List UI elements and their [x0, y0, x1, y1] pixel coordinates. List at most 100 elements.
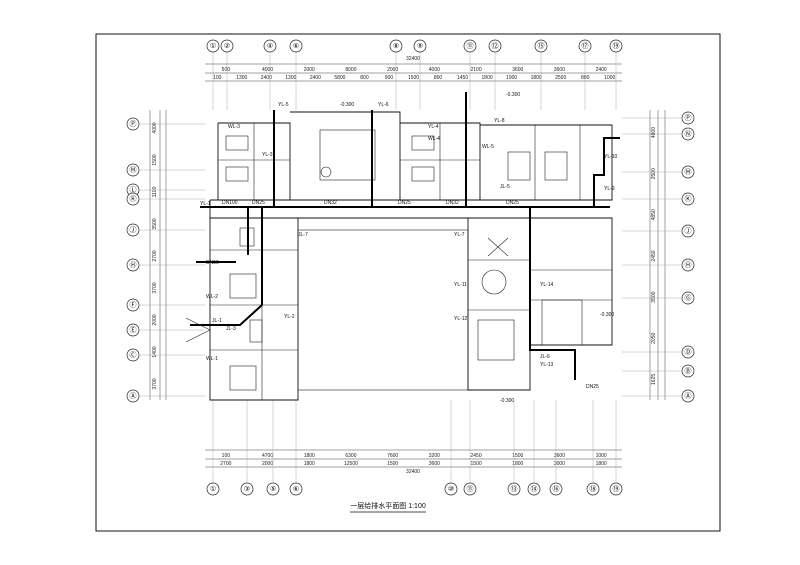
- left-dim-value: 4000: [152, 122, 158, 133]
- svg-text:Ⓐ: Ⓐ: [130, 392, 137, 400]
- svg-text:⑯: ⑯: [553, 485, 560, 493]
- left-dim-value: 2700: [152, 250, 158, 261]
- bottom-dim-value: 3600: [554, 453, 565, 459]
- right-axis-bubble: Ⓚ: [681, 192, 695, 206]
- left-axis-bubble: Ⓟ: [126, 117, 140, 131]
- top-axis-bubble: ⑥: [289, 39, 303, 53]
- total-dim-top: 32400: [406, 56, 420, 62]
- dimension-lines: [149, 63, 666, 468]
- top-dim-value: 1500: [408, 75, 419, 81]
- top-axis-bubble: ⑪: [463, 39, 477, 53]
- drawing-title: 一层给排水平面图 1:100: [350, 501, 426, 510]
- top-axis-bubble: ①: [206, 39, 220, 53]
- top-dim-value: 500: [222, 67, 231, 73]
- svg-text:Ⓓ: Ⓓ: [685, 348, 692, 356]
- pipe-label: YL-12: [454, 316, 468, 322]
- svg-text:①: ①: [210, 485, 216, 493]
- pipe-diameter-label: DN50: [206, 260, 219, 266]
- right-axis-bubble: Ⓟ: [681, 111, 695, 125]
- top-dim-value: 800: [581, 75, 590, 81]
- top-dim-value: 900: [385, 75, 394, 81]
- top-dim-value: 100: [213, 75, 222, 81]
- pipe-label: YL-3: [262, 152, 273, 158]
- pipe-diameter-label: DN25: [252, 200, 265, 206]
- top-dim-value: 1300: [285, 75, 296, 81]
- svg-text:Ⓚ: Ⓚ: [130, 195, 137, 203]
- pipe-diameter-label: DN25: [586, 384, 599, 390]
- svg-text:Ⓛ: Ⓛ: [130, 186, 137, 194]
- bottom-dim-value: 2700: [220, 461, 231, 467]
- svg-text:Ⓐ: Ⓐ: [685, 392, 692, 400]
- pipe-diameter-label: DN25: [398, 200, 411, 206]
- bottom-dim-value: 100: [222, 453, 231, 459]
- top-axis-bubble: ⑮: [534, 39, 548, 53]
- left-dim-value: 1500: [152, 154, 158, 165]
- elevation-label: -0.300: [340, 102, 354, 108]
- svg-text:⑬: ⑬: [511, 485, 518, 493]
- left-dim-value: 3700: [152, 282, 158, 293]
- bottom-dim-value: 1500: [512, 453, 523, 459]
- left-axis-bubble: Ⓙ: [126, 223, 140, 237]
- bottom-axis-bubble: ⑯: [549, 482, 563, 496]
- top-dim-value: 800: [434, 75, 443, 81]
- right-axis-bubble: Ⓖ: [681, 291, 695, 305]
- top-dim-value: 1800: [482, 75, 493, 81]
- bottom-dim-value: 3200: [429, 453, 440, 459]
- svg-text:Ⓟ: Ⓟ: [685, 114, 692, 122]
- svg-text:Ⓜ: Ⓜ: [130, 166, 137, 174]
- right-dim-value: 4850: [651, 209, 657, 220]
- top-dim-value: 800: [360, 75, 369, 81]
- pipe-label: YL-5: [278, 102, 289, 108]
- bottom-dim-value: 1500: [387, 461, 398, 467]
- svg-text:①: ①: [210, 42, 216, 50]
- bottom-dim-value: 1500: [470, 461, 481, 467]
- right-axis-bubble: Ⓝ: [681, 127, 695, 141]
- svg-text:⑨: ⑨: [417, 42, 423, 50]
- pipe-label: YL-2: [284, 314, 295, 320]
- top-axis-bubble: ④: [263, 39, 277, 53]
- left-axis-bubble: Ⓚ: [126, 192, 140, 206]
- top-dim-value: 3600: [554, 67, 565, 73]
- left-axis-bubble: Ⓕ: [126, 298, 140, 312]
- bottom-axis-bubble: ⑲: [609, 482, 623, 496]
- svg-text:⑮: ⑮: [538, 42, 545, 50]
- pipe-label: WL-2: [206, 294, 218, 300]
- svg-text:Ⓑ: Ⓑ: [685, 367, 692, 375]
- top-dim-value: 8000: [345, 67, 356, 73]
- svg-text:⑥: ⑥: [293, 485, 299, 493]
- svg-text:Ⓟ: Ⓟ: [130, 120, 137, 128]
- bottom-axis-bubble: ③: [240, 482, 254, 496]
- top-axis-bubble: ⑫: [488, 39, 502, 53]
- pipe-label: WL-4: [428, 136, 440, 142]
- bottom-dim-value: 4700: [262, 453, 273, 459]
- left-axis-bubble: Ⓒ: [126, 348, 140, 362]
- bottom-dim-value: 1000: [596, 453, 607, 459]
- svg-text:Ⓙ: Ⓙ: [685, 227, 692, 235]
- bottom-dim-value: 7600: [387, 453, 398, 459]
- top-axis-bubble: ⑲: [609, 39, 623, 53]
- pipe-label: WL-3: [228, 124, 240, 130]
- right-dim-value: 4800: [651, 127, 657, 138]
- top-dim-value: 2000: [387, 67, 398, 73]
- left-dim-value: 3700: [152, 378, 158, 389]
- top-dim-value: 1000: [604, 75, 615, 81]
- top-dim-value: 2500: [555, 75, 566, 81]
- axis-grid: [139, 52, 682, 483]
- top-dim-value: 4000: [429, 67, 440, 73]
- pipe-label: WL-5: [482, 144, 494, 150]
- top-dim-value: 2400: [310, 75, 321, 81]
- bottom-axis-bubble: ⑥: [289, 482, 303, 496]
- top-dim-value: 4000: [262, 67, 273, 73]
- svg-text:Ⓕ: Ⓕ: [130, 301, 137, 309]
- pipe-label: YL-1: [200, 201, 211, 207]
- right-axis-bubble: Ⓗ: [681, 258, 695, 272]
- svg-text:Ⓒ: Ⓒ: [130, 351, 137, 359]
- svg-text:Ⓖ: Ⓖ: [685, 294, 692, 302]
- bottom-dim-value: 1800: [304, 453, 315, 459]
- pipe-label: YL-8: [494, 118, 505, 124]
- bottom-dim-value: 6300: [345, 453, 356, 459]
